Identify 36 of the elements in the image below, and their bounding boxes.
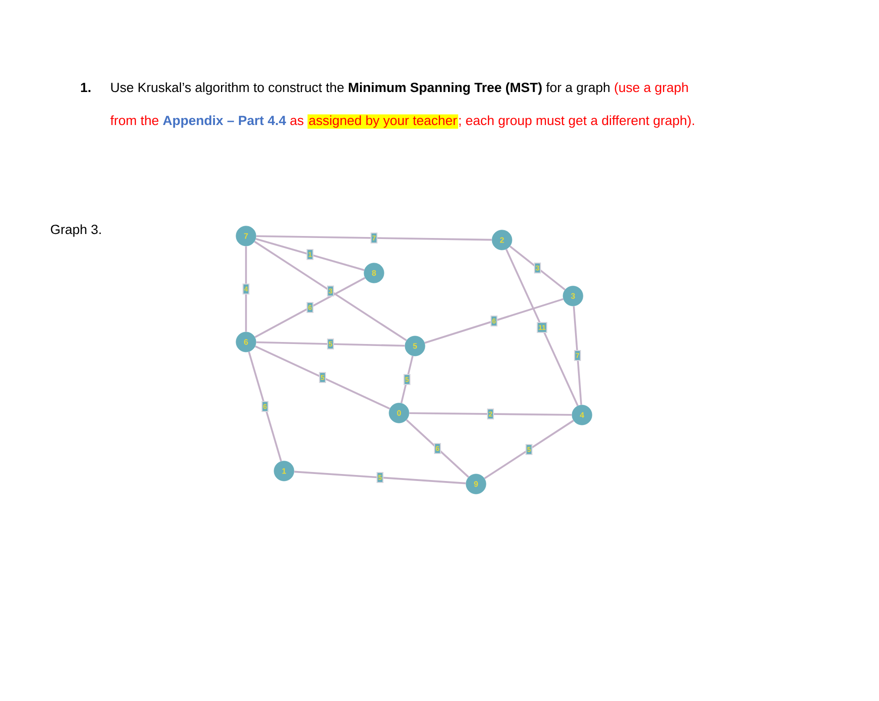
graph-edge bbox=[256, 341, 405, 347]
graph-edge bbox=[505, 248, 579, 406]
graph-edge bbox=[254, 345, 390, 410]
instruction-text: from the Appendix – Part 4.4 as assigned by your teacher ; each group must get a different graph). bbox=[110, 114, 694, 129]
graph-edge bbox=[406, 419, 470, 478]
graph-caption: Graph 3. bbox=[50, 224, 101, 237]
graph-vertex: 3 bbox=[562, 286, 584, 306]
graph-edge bbox=[256, 235, 492, 241]
instruction-text: Use Kruskal’s algorithm to construct the Minimum Spanning Tree (MST) for a graph (use a graph bbox=[111, 82, 688, 95]
graph-vertex: 9 bbox=[466, 474, 486, 494]
graph-edge bbox=[509, 246, 566, 290]
graph-vertex: 0 bbox=[388, 402, 410, 424]
label: as bbox=[290, 118, 304, 126]
graph-vertex: 1 bbox=[274, 460, 294, 482]
graph-vertex: 7 bbox=[236, 226, 256, 246]
graph-vertex: 6 bbox=[236, 332, 256, 352]
graph-edge bbox=[572, 306, 582, 405]
graph-vertex: 8 bbox=[364, 262, 384, 284]
graph-vertex: 2 bbox=[492, 230, 512, 250]
label: assigned by your teacher bbox=[309, 115, 457, 128]
graph-vertex: 5 bbox=[404, 336, 426, 356]
graph-edge bbox=[484, 420, 574, 480]
item-number: 1. bbox=[81, 82, 90, 92]
label: ; each group must get a different graph). bbox=[459, 115, 694, 128]
graph-edge bbox=[294, 470, 466, 484]
graph-edge bbox=[400, 356, 414, 404]
graph-edge bbox=[256, 238, 364, 272]
label: from the bbox=[110, 115, 158, 126]
label: Appendix – Part 4.4 bbox=[163, 115, 286, 128]
graph-edge bbox=[254, 277, 366, 338]
graph-edge bbox=[424, 298, 564, 344]
graph-edge bbox=[409, 412, 572, 416]
graph-edge bbox=[254, 240, 407, 342]
graph-vertex: 4 bbox=[572, 404, 592, 426]
graph-edge bbox=[245, 246, 247, 332]
graph-edge bbox=[248, 352, 282, 462]
